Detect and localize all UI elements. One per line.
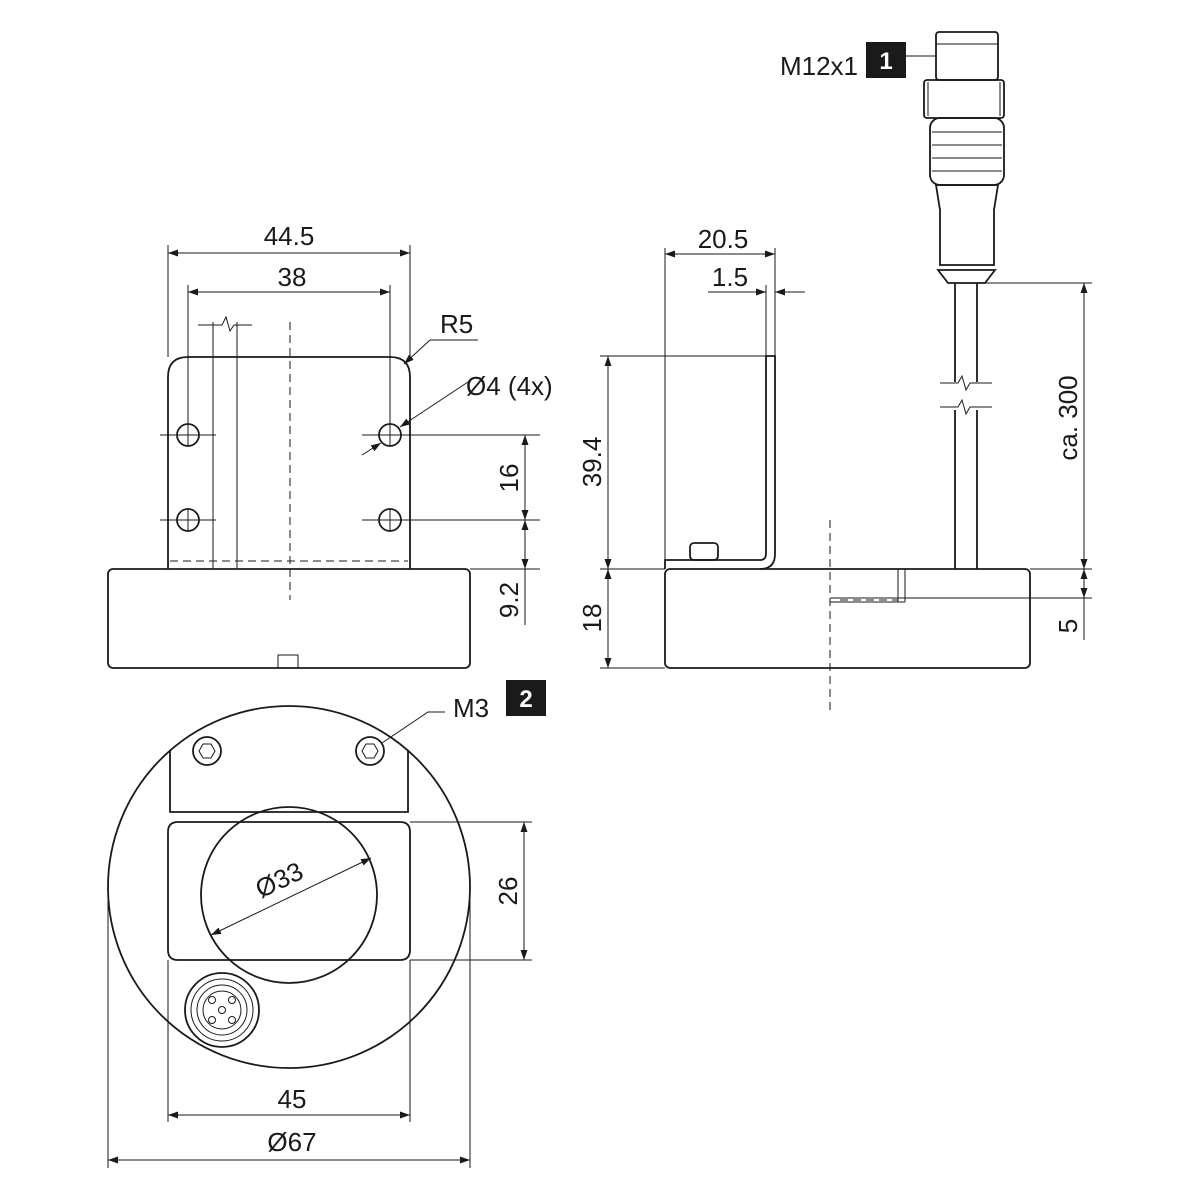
dim-44-5: 44.5 (167, 221, 411, 357)
side-base-block (664, 568, 1031, 669)
dim-r5: R5 (403, 309, 478, 365)
dim-39-4-label: 39.4 (577, 437, 607, 488)
dim-26: 26 (410, 821, 532, 961)
front-cable (212, 322, 238, 569)
top-bore (200, 806, 378, 984)
dim-38: 38 (187, 262, 391, 424)
dim-9-2-label: 9.2 (494, 582, 524, 618)
dim-r5-label: R5 (440, 309, 473, 339)
dim-38-label: 38 (278, 262, 307, 292)
dim-hole: Ø4 (4x) (361, 371, 553, 456)
dim-hole-label: Ø4 (4x) (466, 371, 553, 401)
dim-5-label: 5 (1053, 619, 1083, 633)
top-view: Ø33 26 45 Ø67 M3 2 (107, 680, 546, 1168)
hex-socket-screw-icon (355, 736, 385, 766)
dim-ca-300-label: ca. 300 (1053, 375, 1083, 460)
dim-20-5: 20.5 (664, 224, 776, 560)
svg-text:1: 1 (879, 48, 892, 75)
dim-67: Ø67 (107, 887, 471, 1168)
front-bracket-plate (167, 356, 411, 569)
connector-thread-label: M12x1 (780, 51, 858, 81)
hex-socket-screw-icon (192, 736, 222, 766)
side-view: 1 M12x1 20.5 1.5 39.4 18 (577, 31, 1092, 715)
callout-2: M3 2 (381, 680, 546, 744)
dim-bore-label: Ø33 (250, 856, 307, 904)
dim-5: 5 (905, 569, 1092, 640)
dim-39-4: 39.4 (577, 355, 766, 570)
callout-badge-1 (866, 42, 906, 78)
m12-connector-icon (184, 972, 260, 1048)
m12-connector-icon (923, 31, 1005, 284)
break-line-icon (198, 315, 252, 333)
screw-thread-label: M3 (453, 693, 489, 723)
side-cable-channel (830, 569, 906, 603)
hex-socket-screw-icon (689, 542, 719, 561)
front-base-block (107, 568, 471, 669)
front-holes (160, 423, 540, 532)
dim-67-label: Ø67 (267, 1127, 316, 1157)
svg-text:2: 2 (519, 686, 532, 713)
side-cable (954, 283, 978, 569)
dim-16: 16 (494, 435, 529, 520)
dim-1-5: 1.5 (708, 262, 805, 356)
dim-9-2: 9.2 (470, 520, 540, 625)
side-bracket (664, 355, 776, 570)
dim-44-5-label: 44.5 (264, 221, 315, 251)
dim-26-label: 26 (493, 877, 523, 906)
dim-18: 18 (577, 569, 665, 669)
dim-16-label: 16 (494, 464, 524, 493)
break-line-icon (940, 374, 992, 416)
dim-20-5-label: 20.5 (698, 224, 749, 254)
front-base-notch (277, 654, 299, 668)
top-bracket-outline (169, 750, 409, 813)
dim-ca-300: ca. 300 (985, 282, 1092, 570)
dim-bore: Ø33 (210, 856, 372, 936)
dim-18-label: 18 (577, 604, 607, 633)
dim-45: 45 (167, 960, 411, 1122)
front-view: 44.5 38 R5 Ø4 (4x) 16 9.2 (107, 221, 553, 669)
callout-1: 1 M12x1 (780, 42, 936, 81)
top-slot (167, 821, 411, 961)
dim-1-5-label: 1.5 (712, 262, 748, 292)
callout-badge-2 (506, 680, 546, 716)
dim-45-label: 45 (278, 1084, 307, 1114)
